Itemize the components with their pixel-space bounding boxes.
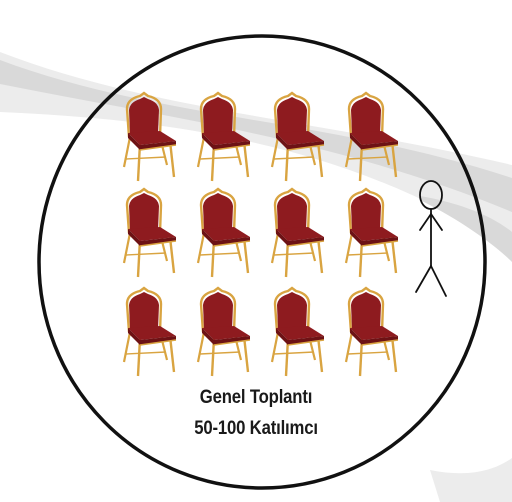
- banquet-chair-icon: [344, 286, 400, 378]
- banquet-chair-icon: [122, 286, 178, 378]
- caption-title: Genel Toplantı: [199, 387, 313, 408]
- banquet-chair-icon: [270, 187, 326, 279]
- background-swoosh: [0, 52, 512, 502]
- caption-capacity: 50-100 Katılımcı: [194, 418, 318, 439]
- banquet-chair-icon: [196, 187, 252, 279]
- banquet-chair-icon: [270, 286, 326, 378]
- banquet-chair-icon: [196, 286, 252, 378]
- room-circle-outline: [37, 34, 487, 490]
- banquet-chair-icon: [270, 91, 326, 183]
- banquet-chair-icon: [344, 187, 400, 279]
- banquet-chair-icon: [122, 187, 178, 279]
- stick-figure-icon: [415, 180, 447, 297]
- banquet-chair-icon: [196, 91, 252, 183]
